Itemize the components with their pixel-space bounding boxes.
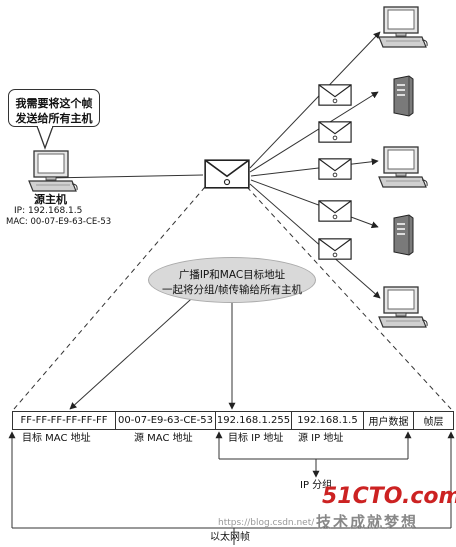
host-computer-icon-1	[378, 6, 428, 48]
frame-cell-dest-ip: 192.168.1.255	[215, 411, 292, 430]
frame-cell-frame-layer: 帧层	[413, 411, 454, 430]
broadcast-arrow-1	[249, 31, 381, 169]
frame-expansion-lines	[13, 186, 452, 410]
src-mac-label: 源 MAC 地址	[134, 433, 193, 444]
host-server-icon-1	[393, 75, 414, 117]
broadcast-arrow-5	[249, 183, 381, 299]
speech-bubble-line-1: 我需要将这个帧	[15, 97, 93, 110]
envelope-icon-4	[318, 200, 352, 222]
broadcast-arrow-3	[250, 158, 379, 177]
host-computer-icon-2	[378, 146, 428, 188]
src-ip-label: 源 IP 地址	[298, 433, 344, 444]
envelope-icon-3	[318, 158, 352, 180]
frame-cell-user-data: 用户数据	[363, 411, 414, 430]
dashed-line-left	[13, 186, 206, 410]
callout-line-1: 广播IP和MAC目标地址	[178, 269, 286, 281]
ip-packet-label: IP 分组	[300, 480, 333, 491]
speech-bubble: 我需要将这个帧 发送给所有主机	[8, 89, 100, 127]
envelope-icon-2	[318, 121, 352, 143]
frame-cell-dest-mac: FF-FF-FF-FF-FF-FF	[12, 411, 116, 430]
dest-ip-label: 目标 IP 地址	[228, 433, 284, 444]
source-host-name: 源主机	[34, 193, 67, 206]
ethernet-frame-label: 以太网帧	[210, 532, 250, 543]
ethernet-frame-table: FF-FF-FF-FF-FF-FF 00-07-E9-63-CE-53 192.…	[12, 411, 454, 430]
host-server-icon-2	[393, 214, 414, 256]
broadcast-callout: 广播IP和MAC目标地址 一起将分组/帧传输给所有主机	[148, 257, 316, 303]
watermark-url: https://blog.csdn.net/	[218, 518, 315, 528]
envelope-icon-1	[318, 84, 352, 106]
host-computer-icon-3	[378, 286, 428, 328]
ethernet-frame-bracket	[8, 431, 455, 545]
watermark-slogan: 技术成就梦想	[316, 513, 419, 531]
frame-cell-src-mac: 00-07-E9-63-CE-53	[115, 411, 216, 430]
source-host-computer-icon	[28, 150, 78, 192]
watermark-brand: 51CTO.com	[322, 484, 456, 509]
broadcast-arrow-4	[250, 179, 379, 229]
broadcast-arrow-2	[249, 91, 379, 173]
ip-packet-bracket	[215, 431, 412, 478]
source-host-ip: IP: 192.168.1.5	[14, 206, 83, 216]
callout-arrows	[69, 290, 236, 410]
broadcast-frame-envelope-icon	[204, 159, 250, 189]
source-host-mac: MAC: 00-07-E9-63-CE-53	[6, 217, 112, 227]
speech-bubble-tail	[36, 126, 54, 150]
sender-link	[47, 174, 204, 179]
envelope-icon-5	[318, 238, 352, 260]
frame-cell-src-ip: 192.168.1.5	[291, 411, 364, 430]
callout-arrow-to-dest-mac	[69, 290, 201, 410]
dest-mac-label: 目标 MAC 地址	[22, 433, 91, 444]
broadcast-lines	[249, 31, 381, 299]
speech-bubble-line-2: 发送给所有主机	[15, 112, 93, 125]
callout-line-2: 一起将分组/帧传输给所有主机	[161, 284, 303, 296]
